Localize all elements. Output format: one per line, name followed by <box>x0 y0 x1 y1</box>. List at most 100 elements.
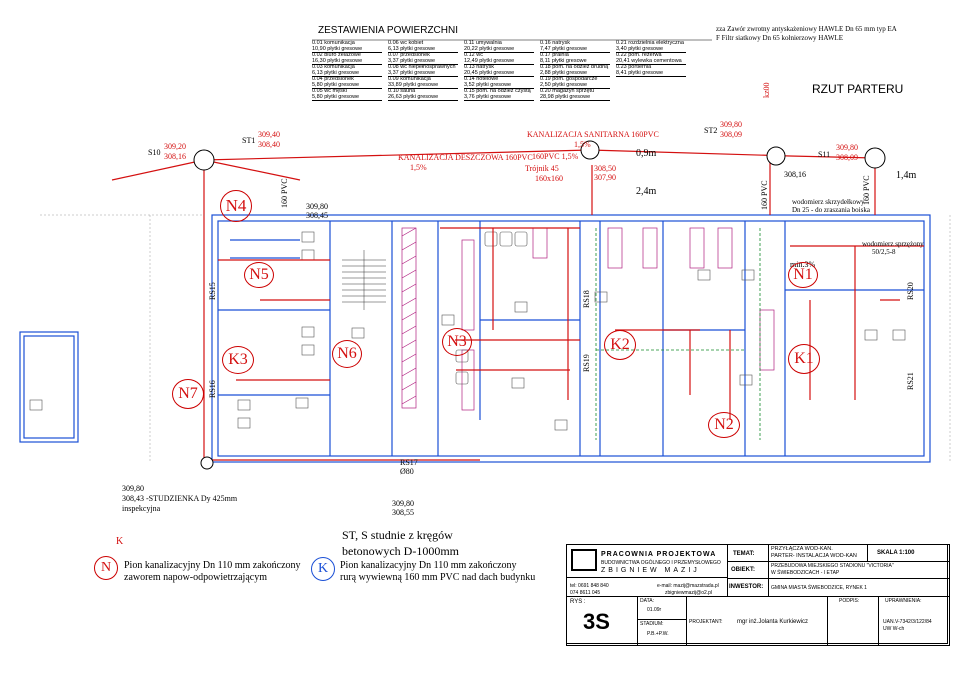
room-number: 0.23 <box>616 64 627 70</box>
room-name: wc kobiet <box>398 40 424 46</box>
room-floor: płytki gresowe <box>626 70 664 76</box>
room-number: 0.22 <box>616 52 627 58</box>
level-bottom-e: 308,55 <box>392 508 414 517</box>
riser-n5: N5 <box>244 262 274 288</box>
legend-k-letter: K <box>116 536 124 547</box>
sanitary-slope: 1,5% <box>574 140 591 149</box>
room-number: 0.10 <box>388 88 399 94</box>
level-bottom-c: inspekcyjna <box>122 504 161 513</box>
room-name: przedsionek <box>398 52 430 58</box>
room-name: umywalnia <box>474 40 502 46</box>
level-st2-bottom: 308,09 <box>720 130 742 139</box>
room-floor: płytki gresowe <box>550 46 588 52</box>
room-number: 0.21 <box>616 40 627 46</box>
email-2: zbigniewmazij@o2.pl <box>665 590 713 596</box>
room-floor: płytki gresowe <box>401 82 439 88</box>
room-floor: płytki gresowe <box>553 94 591 100</box>
tee-label: Trójnik 45 <box>525 164 559 173</box>
well-label-st2: ST2 <box>704 126 718 135</box>
room-number: 0.09 <box>388 76 399 82</box>
room-floor: płytki gresowe <box>322 70 360 76</box>
legend-st-text-1: ST, S studnie z kręgów <box>342 528 453 542</box>
projektant-value: mgr inż.Jolanta Kurkiewicz <box>737 619 809 625</box>
pvc-mid-label: 160PVC 1,5% <box>532 152 579 161</box>
riser-n1: N1 <box>788 262 818 288</box>
riser-k3: K3 <box>222 346 254 374</box>
title-block: PRACOWNIA PROJEKTOWA BUDOWNICTWA OGÓLNEG… <box>566 544 950 646</box>
room-name: komunikacja <box>322 64 355 70</box>
room-number: 0.16 <box>540 40 551 46</box>
room-floor: płytki gresowe <box>477 70 515 76</box>
company-name-1: PRACOWNIA PROJEKTOWA <box>601 551 717 558</box>
room-floor: płytki gresowe <box>398 46 436 52</box>
room-number: 0.14 <box>464 76 475 82</box>
room-floor: płytki gresowe <box>550 82 588 88</box>
rs16-label: RS16 <box>208 380 217 398</box>
room-number: 0.05 <box>312 88 323 94</box>
room-name: wc <box>474 52 483 58</box>
room-number: 0.02 <box>312 52 323 58</box>
level-right: 308,16 <box>784 170 806 179</box>
riser-n7: N7 <box>172 379 204 409</box>
legend-k-text-2: rurą wywiewną 160 mm PVC nad dach budynk… <box>340 572 536 583</box>
riser-n2: N2 <box>708 412 740 438</box>
room-name: wc niepełnosprawnych <box>398 64 456 70</box>
room-area: 3,37 <box>388 58 399 64</box>
room-floor: płytki gresowe <box>322 94 360 100</box>
inwestor-label: INWESTOR: <box>729 584 764 590</box>
legend-n-symbol: N <box>94 556 118 580</box>
riser-n3: N3 <box>442 328 472 356</box>
room-area: 8,11 <box>540 58 551 64</box>
room-floor: płytki gresowe <box>550 58 587 64</box>
rs19-label: RS19 <box>582 354 591 372</box>
room-floor: płytki gresowe <box>398 58 436 64</box>
room-floor: płytki gresowe <box>398 70 436 76</box>
room-name: pom. na odzież brudną <box>550 64 609 70</box>
level-tee-top: 308,50 <box>594 164 616 173</box>
obiekt-value-1: PRZEBUDOWA MIEJSKIEGO STADIONU "VICTORIA… <box>771 563 894 569</box>
room-name: portiernia <box>626 64 652 70</box>
room-name: rozdzielnia elektryczna <box>626 40 684 46</box>
sanitary-sewer-label: KANALIZACJA SANITARNA 160PVC <box>527 130 659 139</box>
level-st1-top: 309,40 <box>258 130 280 139</box>
obiekt-label: OBIEKT: <box>731 567 755 573</box>
legend-st-text-2: betonowych D-1000mm <box>342 544 459 558</box>
filter-note: F Filtr siatkowy Dn 65 kołnierzowy HAWLE <box>716 34 843 42</box>
room-name: sauna <box>398 88 416 94</box>
riser-n6: N6 <box>332 340 362 368</box>
projektant-label: PROJEKTANT: <box>689 619 723 625</box>
room-area: 7,47 <box>540 46 551 52</box>
dist-09: 0,9m <box>636 148 657 159</box>
level-st2-top: 309,80 <box>720 120 742 129</box>
rs18-label: RS18 <box>582 290 591 308</box>
uprawnienia-value-2: UW W-ch <box>883 626 905 632</box>
stadium-label: STADIUM: <box>640 621 664 627</box>
room-floor: płytki gresowe <box>325 46 363 52</box>
room-name: komunikacja <box>398 76 431 82</box>
room-floor: płytki gresowe <box>322 82 360 88</box>
room-name: hotelowe <box>474 76 499 82</box>
room-number: 0.06 <box>388 40 399 46</box>
level-s10-bottom: 308,16 <box>164 152 186 161</box>
rs15-label: RS15 <box>208 282 217 300</box>
level-mid-top: 309,80 <box>306 202 328 211</box>
room-area: 8,41 <box>616 70 627 76</box>
room-number: 0.03 <box>312 64 323 70</box>
room-area: 5,80 <box>312 94 323 100</box>
room-area: 6,13 <box>388 46 399 52</box>
water-meter2-label: wodomierz sprzężony <box>862 240 924 248</box>
